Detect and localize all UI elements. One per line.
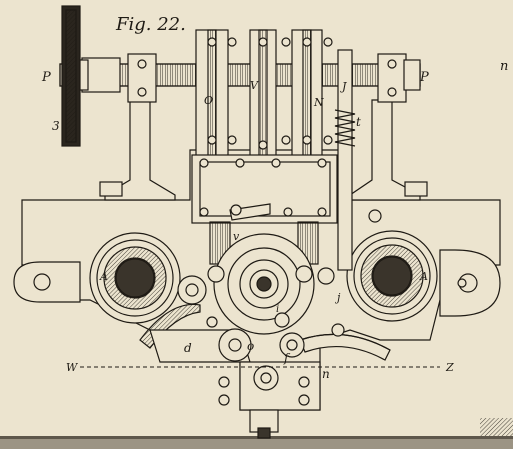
- label-w-axis: W: [66, 361, 79, 374]
- spring-t: [334, 109, 356, 147]
- label-a-right: A: [419, 270, 428, 283]
- gear-wheel: [61, 5, 81, 147]
- label-f-lower: f: [283, 351, 291, 365]
- right-support-leg: [349, 99, 421, 201]
- label-p-right: P: [419, 70, 429, 85]
- label-n-upper: N: [313, 96, 324, 109]
- label-z-axis: Z: [445, 361, 454, 374]
- j-rod: [337, 49, 353, 271]
- label-n-top: n: [500, 59, 508, 74]
- corner-hatch: [480, 418, 513, 436]
- label-t-spring: t: [356, 115, 361, 129]
- label-p-left: P: [41, 70, 51, 85]
- figure-title: Fig. 22.: [115, 14, 186, 35]
- central-boss: [213, 233, 315, 335]
- label-three: 3: [52, 119, 60, 133]
- label-a-left: A: [99, 270, 108, 283]
- left-bearing-a: [89, 232, 181, 324]
- label-o-upper: O: [204, 94, 213, 107]
- label-n-lower: n: [322, 367, 330, 381]
- right-bearing-a: [346, 230, 438, 322]
- label-v-mid: v: [233, 230, 240, 243]
- label-d-lower: d: [184, 341, 192, 355]
- label-o-lower: o: [247, 339, 254, 353]
- label-i-small: i: [276, 304, 279, 315]
- label-v-upper: V: [250, 79, 259, 92]
- label-j-upper: J: [340, 80, 347, 93]
- label-j-lower: j: [334, 291, 341, 304]
